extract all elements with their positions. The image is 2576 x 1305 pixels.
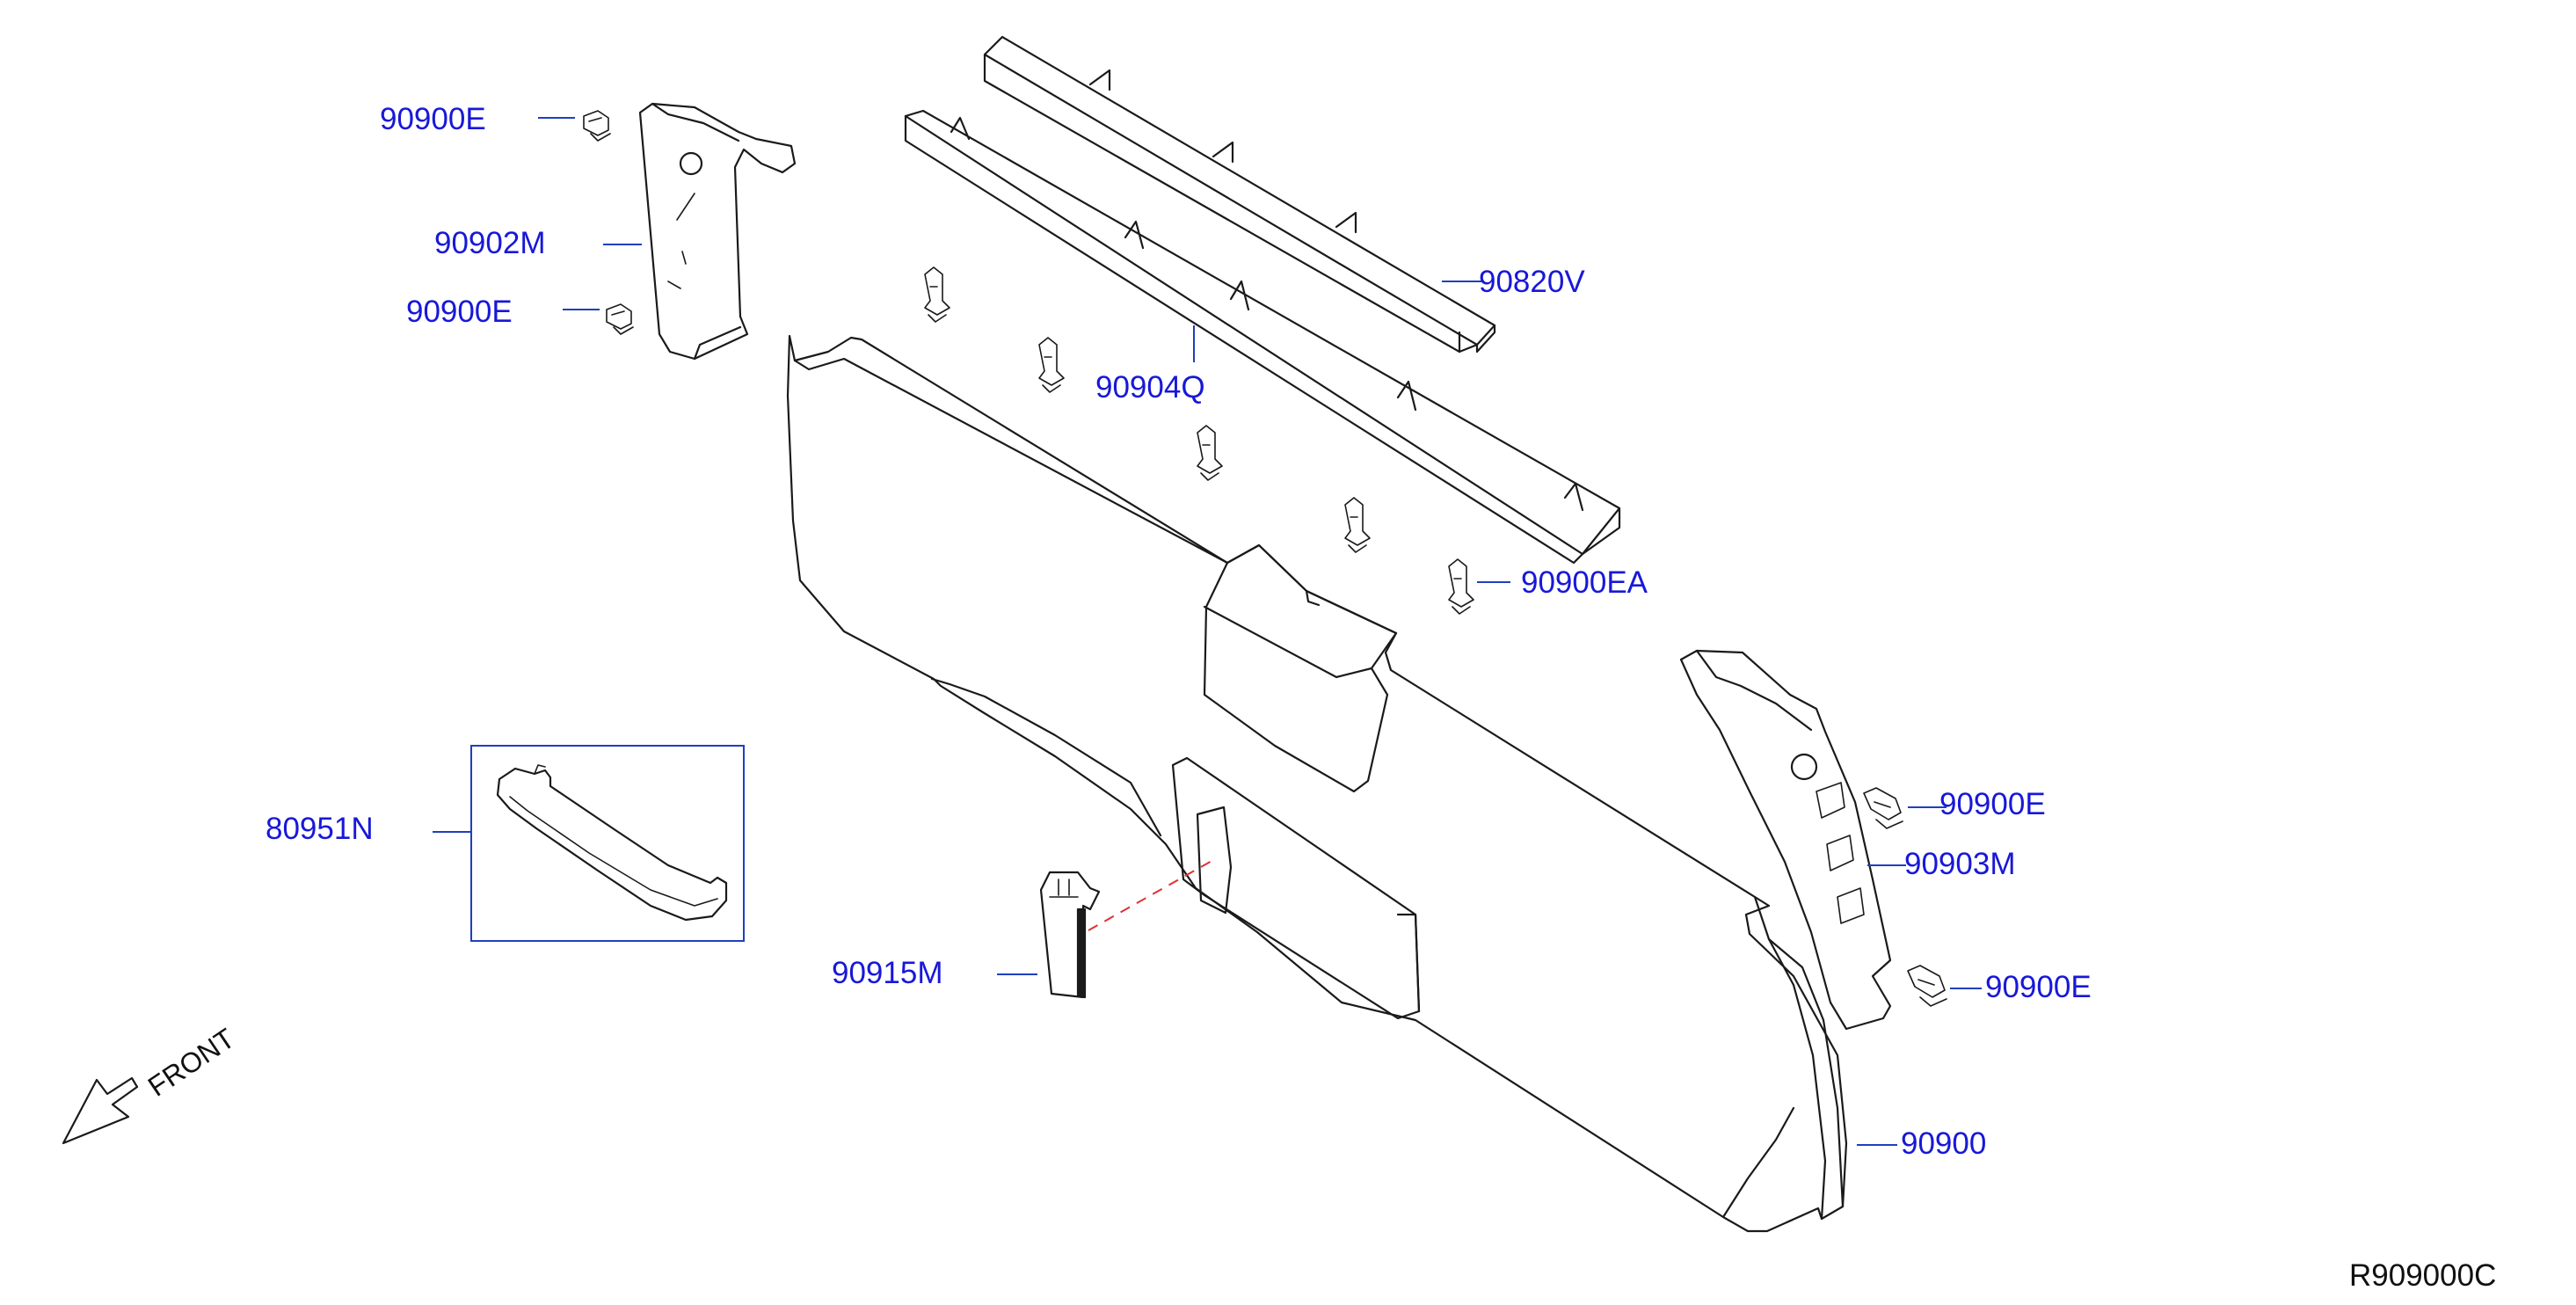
cover-lid-part[interactable] bbox=[1039, 871, 1101, 999]
front-arrow-icon bbox=[62, 1076, 139, 1145]
callout-90820v: 90820V bbox=[1479, 265, 1585, 299]
grip-handle-part[interactable] bbox=[496, 764, 728, 922]
clip-right-2-part[interactable] bbox=[1907, 965, 1947, 1007]
callout-90900e-right-1: 90900E bbox=[1939, 787, 2046, 821]
weatherstrip-part[interactable] bbox=[983, 35, 1496, 354]
callout-90904q: 90904Q bbox=[1095, 370, 1205, 405]
front-direction-label: FRONT bbox=[142, 1022, 240, 1102]
finisher-strip-part[interactable] bbox=[904, 109, 1621, 565]
clip-right-1-part[interactable] bbox=[1863, 787, 1903, 829]
callout-90915m: 90915M bbox=[832, 956, 942, 990]
callout-90902m: 90902M bbox=[434, 226, 545, 260]
leader-lines bbox=[433, 117, 1982, 1146]
main-panel-part[interactable] bbox=[786, 334, 1848, 1233]
callout-80951n: 80951N bbox=[266, 812, 374, 846]
right-pillar-part[interactable] bbox=[1679, 649, 1892, 1031]
callout-90900e-upper-1: 90900E bbox=[380, 102, 486, 136]
clip-upper-1-part[interactable] bbox=[583, 110, 611, 142]
callout-90900ea: 90900EA bbox=[1521, 565, 1648, 600]
diagram-reference-code: R909000C bbox=[2349, 1258, 2496, 1293]
callout-90900: 90900 bbox=[1901, 1126, 1986, 1161]
callout-90900e-upper-2: 90900E bbox=[406, 295, 513, 329]
clip-set-ea[interactable] bbox=[924, 266, 1474, 615]
callout-90900e-right-2: 90900E bbox=[1985, 970, 2092, 1004]
clip-upper-2-part[interactable] bbox=[606, 303, 634, 335]
grip-handle-box bbox=[470, 745, 745, 942]
callout-90903m: 90903M bbox=[1904, 847, 2015, 881]
left-pillar-part[interactable] bbox=[638, 102, 797, 361]
guide-line bbox=[1088, 859, 1214, 931]
